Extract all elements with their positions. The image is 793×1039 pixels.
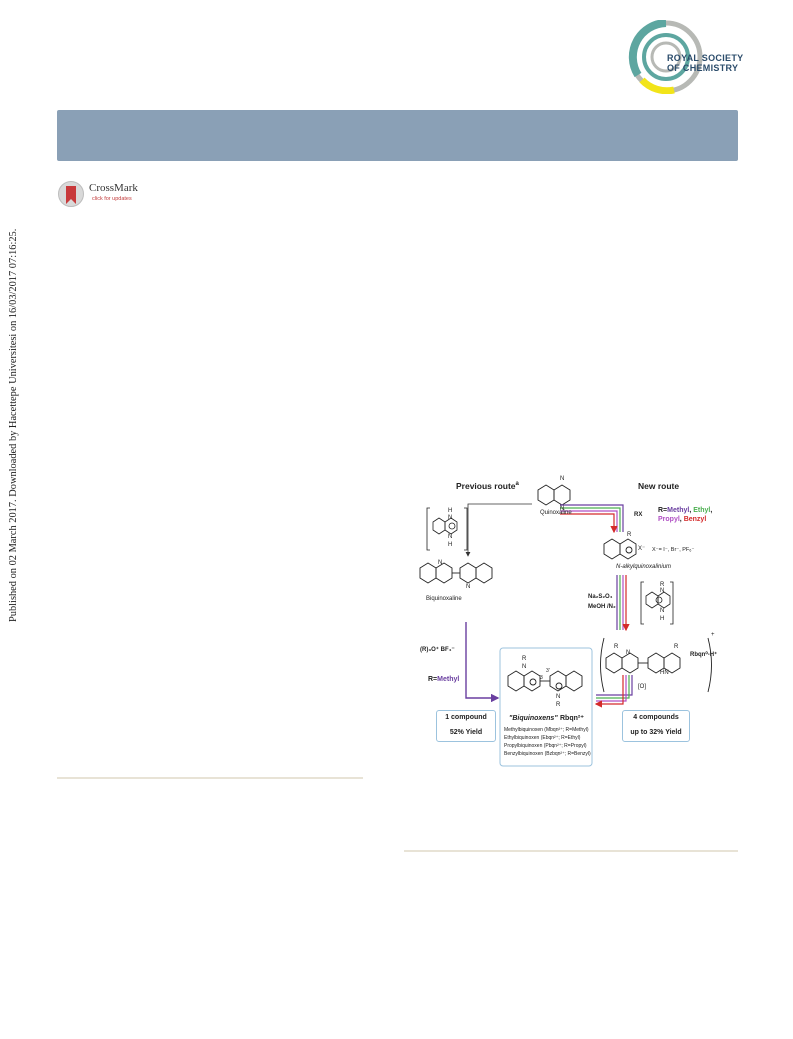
atom-r-product-top: R bbox=[522, 656, 527, 662]
crossmark-subtitle[interactable]: click for updates bbox=[92, 196, 132, 202]
plus-sign-rbqn: + bbox=[711, 632, 715, 638]
product-box bbox=[499, 647, 593, 767]
atom-n-biq-1: N bbox=[438, 560, 443, 566]
atom-n-right-bottom: N bbox=[660, 608, 665, 614]
n-alkylquinoxalinium-structure bbox=[603, 538, 637, 560]
rx-label: RX bbox=[634, 512, 643, 518]
protonated-intermediate-right bbox=[640, 581, 674, 625]
crossmark-ribbon-icon[interactable] bbox=[57, 180, 85, 210]
graphical-abstract-scheme: Previous routea New route Quinoxaline N … bbox=[408, 470, 738, 770]
product-list-item-4: Benzylbiquinoxen (Bzbqn²⁺; R=Benzyl) bbox=[504, 751, 591, 757]
crossmark-title[interactable]: CrossMark bbox=[89, 182, 138, 194]
protonated-intermediate-left bbox=[426, 507, 468, 551]
right-column-rule bbox=[404, 850, 738, 852]
atom-n-quinoxaline-top: N bbox=[560, 476, 565, 482]
quinoxaline-label: Quinoxaline bbox=[540, 510, 572, 516]
product-list-item-3: Propylbiquinoxen (Pbqn²⁺; R=Propyl) bbox=[504, 743, 587, 749]
previous-route-arrow-purple bbox=[465, 622, 500, 703]
product-title: "Biquinoxens" bbox=[509, 715, 558, 722]
rsc-logo-line-2: OF CHEMISTRY bbox=[667, 63, 739, 73]
new-route-arrow-2 bbox=[616, 575, 630, 632]
atom-r-alkyl: R bbox=[627, 532, 632, 538]
atom-h-right-bottom: H bbox=[660, 616, 665, 622]
reagent-1: Na₂S₂O₄ bbox=[588, 594, 613, 600]
rsc-logo-icon bbox=[628, 20, 703, 94]
rbqn-h-label: Rbqn⁰-H⁺ bbox=[690, 652, 718, 658]
biquinoxen-structure bbox=[507, 670, 583, 692]
oxidation-arrow bbox=[594, 675, 633, 708]
atom-r-rbqn-2: R bbox=[674, 644, 679, 650]
atom-n-quinoxaline-bottom: N bbox=[560, 506, 565, 512]
rsc-logo-line-1: ROYAL SOCIETY bbox=[667, 53, 744, 63]
atom-r-rbqn-1: R bbox=[614, 644, 619, 650]
atom-n-right-top: N bbox=[660, 588, 665, 594]
atom-n-rbqn-1: N bbox=[626, 650, 631, 656]
position-3-prime: 3' bbox=[546, 668, 550, 674]
atom-h-left-bottom: H bbox=[448, 542, 453, 548]
biquinoxaline-label: Biquinoxaline bbox=[426, 596, 462, 602]
atom-n-product-bottom: N bbox=[556, 694, 561, 700]
counter-ions-label: X⁻= I⁻, Br⁻, PF₆⁻ bbox=[652, 547, 695, 553]
new-route-arrow-1 bbox=[560, 504, 624, 534]
n-alkylquinoxalinium-label: N-alkylquinoxalinium bbox=[616, 564, 672, 570]
atom-n-product-top: N bbox=[522, 664, 527, 670]
product-list-item-1: Methylbiquinoxen (Mbqn²⁺; R=Methyl) bbox=[504, 727, 589, 733]
quinoxaline-structure bbox=[537, 484, 571, 506]
yield-box-right: 4 compounds up to 32% Yield bbox=[622, 710, 690, 742]
atom-r-product-bottom: R bbox=[556, 702, 561, 708]
atom-hn-rbqn: HN bbox=[660, 670, 669, 676]
atom-n-biq-2: N bbox=[466, 584, 471, 590]
oxidation-label: [O] bbox=[638, 684, 647, 690]
yield-box-left: 1 compound 52% Yield bbox=[436, 710, 496, 742]
rbqn-h-structure bbox=[600, 637, 712, 693]
atom-h-left-top: H bbox=[448, 508, 453, 514]
atom-r-right-top: R bbox=[660, 582, 665, 588]
atom-n-left-bottom: N bbox=[448, 534, 453, 540]
r-methyl-label: R=Methyl bbox=[428, 676, 460, 683]
new-route-title: New route bbox=[638, 481, 680, 491]
r-group-list: R=Methyl, Ethyl, Propyl, Benzyl bbox=[658, 507, 713, 524]
left-column-rule bbox=[57, 777, 363, 779]
previous-route-arrow-down bbox=[465, 503, 532, 557]
publication-info: Published on 02 March 2017. Downloaded b… bbox=[8, 228, 19, 622]
reagent-2: MeOH /N₂ bbox=[588, 604, 616, 610]
product-formula: Rbqn²⁺ bbox=[560, 715, 584, 722]
atom-n-left-top: N bbox=[448, 515, 453, 521]
scheme-drawing bbox=[419, 484, 712, 767]
header-band bbox=[57, 110, 738, 161]
product-list-item-2: Ethylbiquinoxen (Ebqn²⁺; R=Ethyl) bbox=[504, 735, 581, 741]
x-minus-label: X⁻ bbox=[638, 546, 646, 552]
position-3: 3 bbox=[540, 675, 543, 681]
biquinoxaline-structure bbox=[419, 562, 493, 584]
previous-route-title: Previous routea bbox=[456, 481, 519, 491]
meerwein-reagent: (R)₃O⁺ BF₄⁻ bbox=[420, 647, 455, 653]
